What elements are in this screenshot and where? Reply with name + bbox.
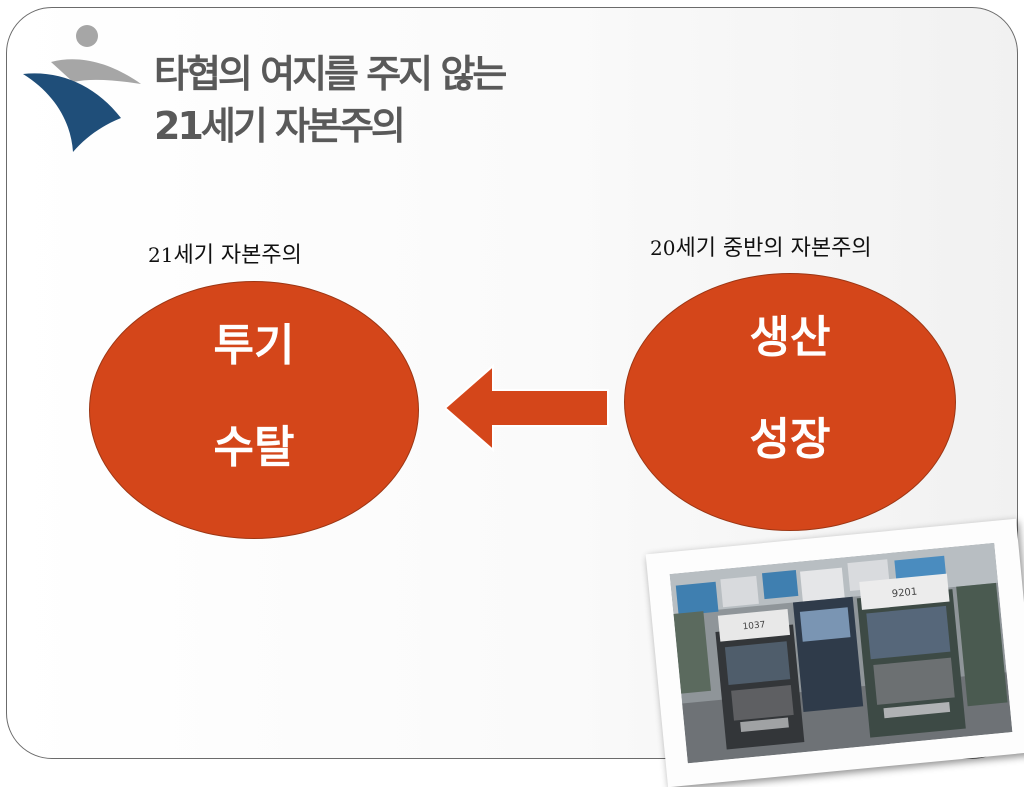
left-circle-label: 21세기 자본주의 <box>148 237 302 269</box>
company-logo-icon <box>23 25 141 152</box>
left-circle: 투기 수탈 <box>89 281 419 539</box>
left-label-text: 세기 자본주의 <box>173 243 302 268</box>
left-circle-word-1: 투기 <box>213 320 295 371</box>
slide-title: 타협의 여지를 주지 않는 21세기 자본주의 <box>154 48 507 152</box>
right-label-text: 세기 중반의 자본주의 <box>675 236 872 261</box>
right-label-number: 20 <box>650 236 676 260</box>
truck-number-1: 9201 <box>891 587 917 600</box>
left-label-number: 21 <box>148 243 174 267</box>
right-circle: 생산 성장 <box>624 273 956 531</box>
trucks-image-icon: 9201 1037 <box>669 542 1013 764</box>
slide-frame: 타협의 여지를 주지 않는 21세기 자본주의 21세기 자본주의 투기 수탈 … <box>6 7 1018 759</box>
title-line-1: 타협의 여지를 주지 않는 <box>154 52 507 96</box>
truck-number-2: 1037 <box>742 620 766 632</box>
trucks-photo: 9201 1037 <box>645 518 1024 787</box>
title-line-2: 21세기 자본주의 <box>154 104 406 148</box>
right-circle-word-2: 성장 <box>749 414 831 465</box>
right-circle-word-1: 생산 <box>749 312 831 363</box>
right-circle-label: 20세기 중반의 자본주의 <box>650 230 872 262</box>
left-arrow-icon <box>445 364 609 452</box>
left-circle-word-2: 수탈 <box>213 422 295 473</box>
